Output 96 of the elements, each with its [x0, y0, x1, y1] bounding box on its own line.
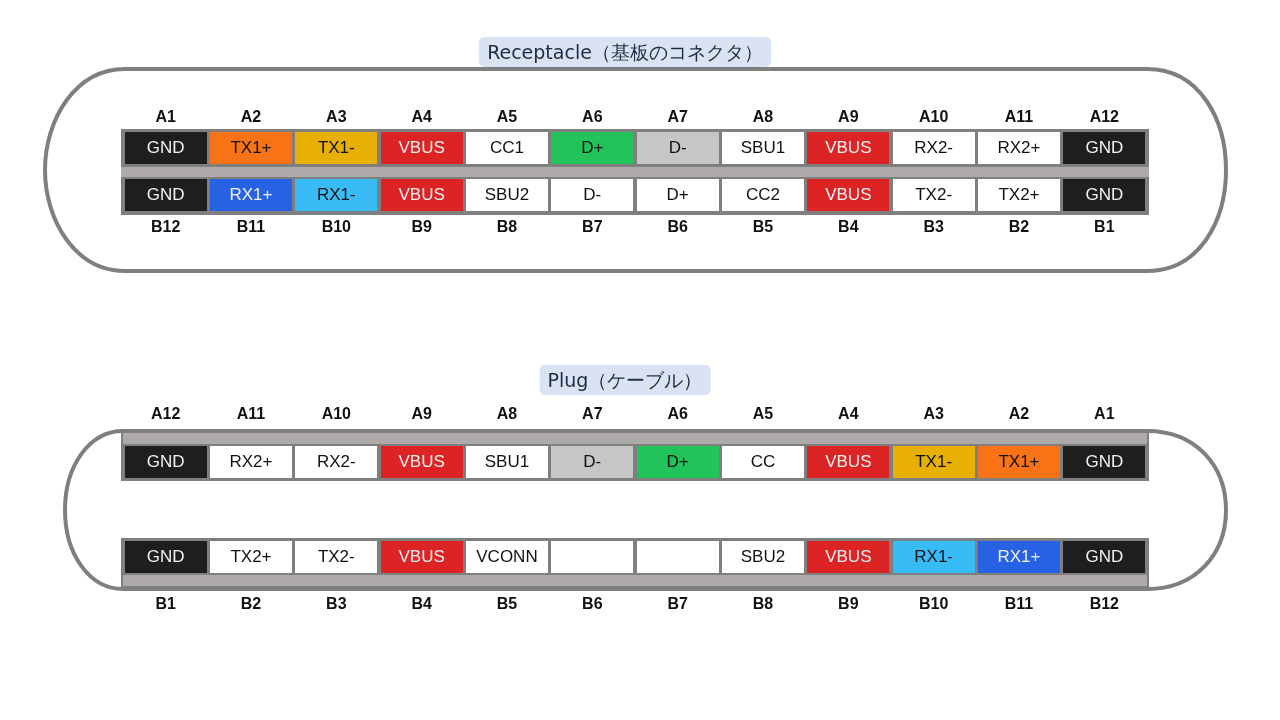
pin-number: B12: [1088, 594, 1120, 614]
pin-number: B5: [495, 594, 519, 614]
pin-number: A10: [320, 404, 352, 424]
signal-label: VBUS: [825, 547, 872, 567]
signal-label: TX2-: [915, 185, 953, 205]
pin-number: A7: [581, 404, 604, 424]
signal-label: TX2+: [230, 547, 272, 567]
pin-number: B2: [1007, 217, 1031, 237]
signal-label: RX1+: [229, 185, 273, 205]
pin-number: A4: [837, 404, 860, 424]
signal-label: VBUS: [825, 138, 872, 158]
signal-label: VBUS: [825, 185, 872, 205]
signal-label: RX2-: [316, 452, 356, 472]
signal-label: D+: [666, 185, 689, 205]
signal-label: RX2-: [914, 138, 954, 158]
signal-label: VCONN: [476, 547, 538, 567]
pin-number: A7: [666, 107, 689, 127]
pin-number: A1: [1093, 404, 1116, 424]
heading-label: Receptacle（基板のコネクタ）: [479, 37, 771, 67]
pin-number: B3: [325, 594, 348, 614]
signal-label: GND: [146, 452, 185, 472]
pin-number: A2: [239, 107, 263, 127]
signal-label: GND: [1085, 547, 1124, 567]
signal-label: RX2+: [997, 138, 1041, 158]
pin-number: B1: [154, 594, 177, 614]
pin-number: A8: [495, 404, 519, 424]
pin-number: A11: [235, 404, 267, 424]
signal-label: CC2: [746, 185, 780, 205]
signal-label: TX2+: [998, 185, 1040, 205]
signal-label: RX1+: [997, 547, 1041, 567]
signal-label: RX1-: [914, 547, 954, 567]
signal-label: VBUS: [398, 185, 445, 205]
pin-number: A6: [666, 404, 689, 424]
pin-number: B4: [837, 217, 860, 237]
signal-label: TX2-: [317, 547, 355, 567]
signal-label: SBU2: [740, 547, 786, 567]
pin-number: B3: [922, 217, 945, 237]
pin-number: A10: [918, 107, 950, 127]
pin-number: B7: [581, 217, 604, 237]
heading-label: Plug（ケーブル）: [539, 365, 711, 395]
signal-label: GND: [1085, 185, 1124, 205]
pin-number: B4: [410, 594, 433, 614]
signal-label: RX1-: [316, 185, 356, 205]
pin-number: A11: [1003, 107, 1035, 127]
pin-number: B11: [235, 217, 267, 237]
signal-label: VBUS: [398, 138, 445, 158]
pin-number: B7: [666, 594, 689, 614]
pin-number: A3: [325, 107, 348, 127]
signal-label: CC1: [490, 138, 524, 158]
signal-label: SBU1: [740, 138, 786, 158]
pin-number: A4: [410, 107, 433, 127]
signal-label: TX1-: [317, 138, 355, 158]
pin-number: A1: [154, 107, 177, 127]
signal-label: TX1+: [230, 138, 272, 158]
signal-label: SBU1: [484, 452, 530, 472]
signal-label: GND: [1085, 452, 1124, 472]
pin-number: B6: [581, 594, 604, 614]
pin-number: B12: [150, 217, 182, 237]
signal-label: GND: [146, 547, 185, 567]
pin-number: B11: [1003, 594, 1035, 614]
signal-label: D+: [666, 452, 689, 472]
signal-label: VBUS: [398, 547, 445, 567]
signal-label: D-: [583, 185, 602, 205]
pin-number: B8: [751, 594, 775, 614]
pin-number: B5: [751, 217, 775, 237]
pin-number: A5: [495, 107, 519, 127]
signal-label: GND: [146, 138, 185, 158]
pin-number: B9: [837, 594, 860, 614]
signal-label: RX2+: [229, 452, 273, 472]
signal-label: D-: [583, 452, 602, 472]
signal-label: D+: [581, 138, 604, 158]
pin-number: B8: [495, 217, 519, 237]
pin-number: B10: [320, 217, 352, 237]
pin-number: B10: [918, 594, 950, 614]
pin-number: A12: [150, 404, 182, 424]
pin-number: B9: [410, 217, 433, 237]
pin-number: A2: [1007, 404, 1031, 424]
pin-number: A9: [837, 107, 860, 127]
pin-number: B1: [1093, 217, 1116, 237]
signal-label: TX1-: [915, 452, 953, 472]
pin-number: A9: [410, 404, 433, 424]
signal-label: GND: [1085, 138, 1124, 158]
pin-number: A12: [1088, 107, 1120, 127]
signal-label: GND: [146, 185, 185, 205]
pin-number: A5: [751, 404, 775, 424]
pin-number: A8: [751, 107, 775, 127]
pin-number: B6: [666, 217, 689, 237]
pin-number: A3: [922, 404, 945, 424]
signal-label: VBUS: [398, 452, 445, 472]
signal-label: VBUS: [825, 452, 872, 472]
pin-number: B2: [239, 594, 263, 614]
signal-label: CC: [750, 452, 776, 472]
signal-label: TX1+: [998, 452, 1040, 472]
signal-label: SBU2: [484, 185, 530, 205]
signal-label: D-: [668, 138, 687, 158]
pin-number: A6: [581, 107, 604, 127]
